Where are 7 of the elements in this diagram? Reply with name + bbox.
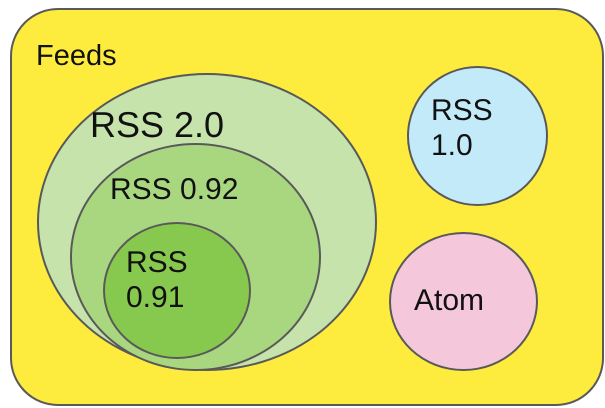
region-label: RSS 2.0: [90, 104, 224, 146]
region-label: RSS 1.0: [431, 94, 494, 163]
region-label: Atom: [414, 284, 484, 318]
region-box: [10, 8, 604, 406]
region-label: RSS 0.91: [126, 246, 189, 315]
region-label: Feeds: [36, 40, 117, 74]
region-label: RSS 0.92: [110, 173, 238, 208]
